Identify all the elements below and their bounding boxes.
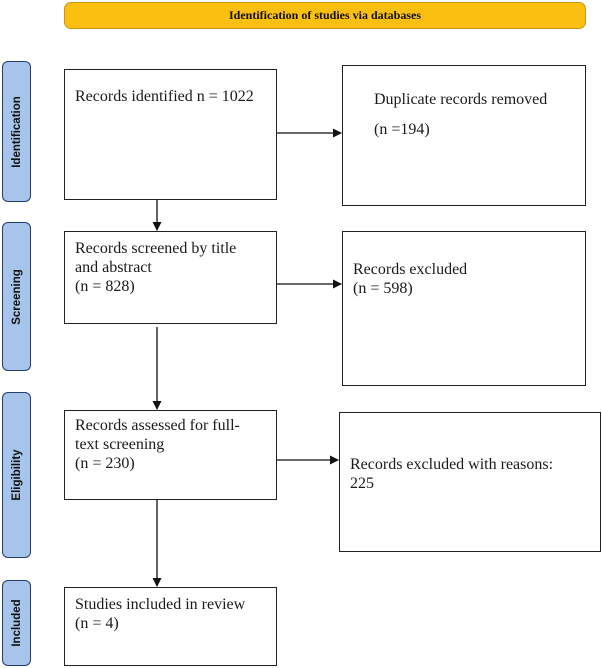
box-excluded-with-reasons: Records excluded with reasons: 225 <box>339 412 601 552</box>
phase-identification: Identification <box>2 61 31 202</box>
records-screened-text-1: Records screened by title <box>75 240 237 257</box>
records-assessed-text-2: text screening <box>75 436 165 453</box>
excluded-with-reasons-count: 225 <box>350 475 374 492</box>
records-screened-count: (n = 828) <box>75 278 135 295</box>
box-records-screened: Records screened by title and abstract (… <box>64 231 277 324</box>
box-duplicates-removed: Duplicate records removed (n =194) <box>342 65 586 206</box>
box-records-excluded: Records excluded (n = 598) <box>342 231 586 386</box>
records-screened-text-2: and abstract <box>75 259 152 276</box>
records-excluded-text: Records excluded <box>353 261 468 278</box>
duplicates-removed-text: Duplicate records removed <box>374 91 548 108</box>
duplicates-removed-count: (n =194) <box>374 121 430 138</box>
phase-included: Included <box>2 580 31 666</box>
phase-screening: Screening <box>2 222 31 371</box>
box-records-identified: Records identified n = 1022 <box>64 69 277 200</box>
studies-included-text: Studies included in review <box>75 596 246 613</box>
header-banner: Identification of studies via databases <box>64 2 586 29</box>
phase-eligibility: Eligibility <box>2 392 31 558</box>
studies-included-count: (n = 4) <box>75 615 119 632</box>
header-title: Identification of studies via databases <box>228 8 422 22</box>
records-excluded-count: (n = 598) <box>353 280 413 297</box>
box-studies-included: Studies included in review (n = 4) <box>64 587 277 666</box>
box-records-assessed: Records assessed for full- text screenin… <box>64 410 277 500</box>
records-identified-text: Records identified n = 1022 <box>75 88 254 105</box>
records-assessed-text-1: Records assessed for full- <box>75 417 240 434</box>
records-assessed-count: (n = 230) <box>75 455 135 472</box>
excluded-with-reasons-text: Records excluded with reasons: <box>350 456 554 473</box>
